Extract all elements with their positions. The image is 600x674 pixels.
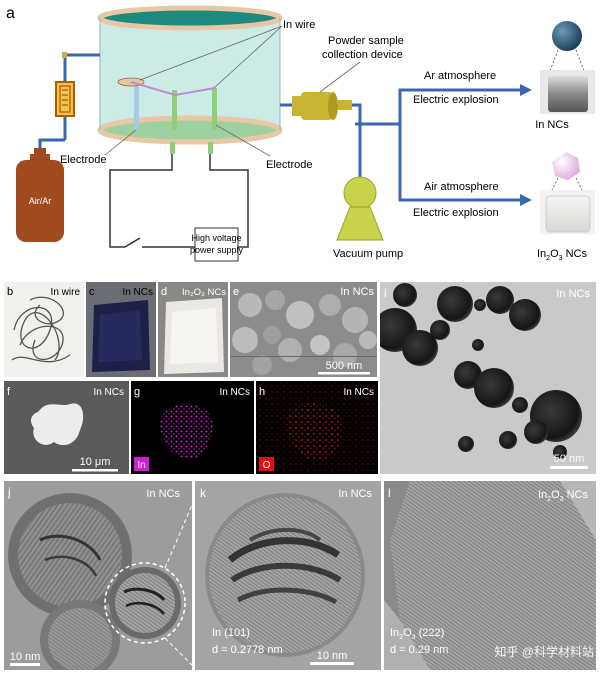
label-ar-atmosphere: Ar atmosphere	[424, 70, 496, 82]
panel-j: j In NCs 10 nm	[4, 481, 192, 670]
scale-label-i: 50 nm	[554, 453, 585, 465]
scale-bar-e	[318, 372, 370, 375]
panel-e: e In NCs 500 nm	[230, 282, 377, 377]
label-air-atmosphere: Air atmosphere	[424, 181, 499, 193]
panel-letter-a: a	[6, 5, 15, 22]
circuit-wire	[109, 154, 173, 248]
panel-letter-k: k	[200, 486, 207, 500]
label-in2o3-ncs: In2O3 NCs	[537, 248, 588, 262]
label-in-wire: In wire	[283, 19, 315, 31]
in-nc-jar	[548, 76, 588, 112]
scale-label-e: 500 nm	[326, 360, 363, 372]
panel-letter-f: f	[7, 386, 11, 398]
panel-f: f In NCs 10 μm	[4, 381, 129, 474]
in-nc-sphere	[552, 21, 582, 51]
panel-g: g In NCs In	[131, 381, 254, 474]
panel-l-label: In2O3 NCs	[538, 489, 589, 503]
panel-l: l In2O3 NCs In2O3 (222) d = 0.29 nm 知乎 @…	[384, 481, 596, 670]
label-electrode-right: Electrode	[266, 159, 312, 171]
scale-bar-f	[72, 469, 118, 472]
scale-label-f: 10 μm	[80, 456, 111, 468]
panel-f-label: In NCs	[93, 387, 124, 398]
flow-meter	[55, 81, 75, 117]
element-label-h: O	[263, 460, 271, 471]
label-powder-2: collection device	[322, 49, 403, 61]
scale-bar-k	[310, 662, 354, 665]
panel-h-label: In NCs	[343, 387, 374, 398]
panel-b: b In wire	[4, 282, 84, 377]
panel-d: d In₂O₃ NCs	[158, 282, 228, 377]
scale-label-j: 10 nm	[10, 651, 41, 663]
vacuum-pump	[336, 176, 384, 241]
panel-letter-j: j	[7, 485, 11, 499]
reaction-chamber	[97, 5, 283, 154]
panel-i-label: In NCs	[556, 288, 590, 300]
in2o3-nc-sphere	[552, 152, 580, 180]
scale-bar-i	[550, 466, 588, 469]
panel-letter-i: i	[384, 286, 387, 300]
panel-k-label: In NCs	[338, 488, 372, 500]
panel-b-label: In wire	[51, 287, 81, 298]
panel-k: k In NCs In (101) d = 0.2778 nm 10 nm	[195, 481, 381, 670]
panel-h: h In NCs O	[256, 381, 378, 474]
panel-c-label: In NCs	[122, 287, 153, 298]
d-spacing-l: d = 0.29 nm	[390, 644, 448, 656]
label-electrode-left: Electrode	[60, 154, 106, 166]
label-explosion-1: Electric explosion	[413, 94, 499, 106]
hv-power-supply	[194, 227, 239, 262]
switch	[124, 237, 141, 248]
panel-i: i In NCs 50 nm	[380, 282, 596, 474]
cylinder-label: Air/Ar	[29, 196, 52, 206]
panel-letter-l: l	[388, 486, 391, 500]
label-explosion-2: Electric explosion	[413, 207, 499, 219]
label-vacuum-pump: Vacuum pump	[333, 248, 403, 260]
d-spacing-k: d = 0.2778 nm	[212, 644, 283, 656]
panel-e-label: In NCs	[340, 286, 374, 298]
label-hv-2: power supply	[190, 245, 244, 255]
watermark: 知乎 @科学材料站	[494, 644, 594, 659]
panel-letter-e: e	[233, 286, 239, 298]
gas-cylinder: Air/Ar	[16, 148, 64, 242]
powder-collector	[301, 92, 333, 120]
label-in-ncs: In NCs	[535, 119, 569, 131]
scale-bar-j	[10, 663, 40, 666]
panel-a: a In wire	[6, 5, 595, 262]
panel-letter-h: h	[259, 386, 265, 398]
plane-label-l: In2O3 (222)	[390, 627, 444, 641]
element-label-g: In	[137, 460, 145, 471]
plane-label-k: In (101)	[212, 627, 250, 639]
panel-letter-b: b	[7, 286, 13, 298]
panel-letter-c: c	[89, 286, 95, 298]
panel-letter-g: g	[134, 386, 140, 398]
panel-letter-d: d	[161, 286, 167, 298]
panel-c: c In NCs	[86, 282, 156, 377]
panel-g-label: In NCs	[219, 387, 250, 398]
in-wire	[130, 81, 216, 97]
label-powder-1: Powder sample	[328, 35, 404, 47]
label-hv-1: High voltage	[191, 233, 241, 243]
panel-d-label: In₂O₃ NCs	[182, 287, 226, 298]
scale-label-k: 10 nm	[317, 650, 348, 662]
in2o3-nc-jar	[545, 195, 591, 233]
panel-j-label: In NCs	[146, 488, 180, 500]
left-electrode-rod	[134, 85, 139, 130]
